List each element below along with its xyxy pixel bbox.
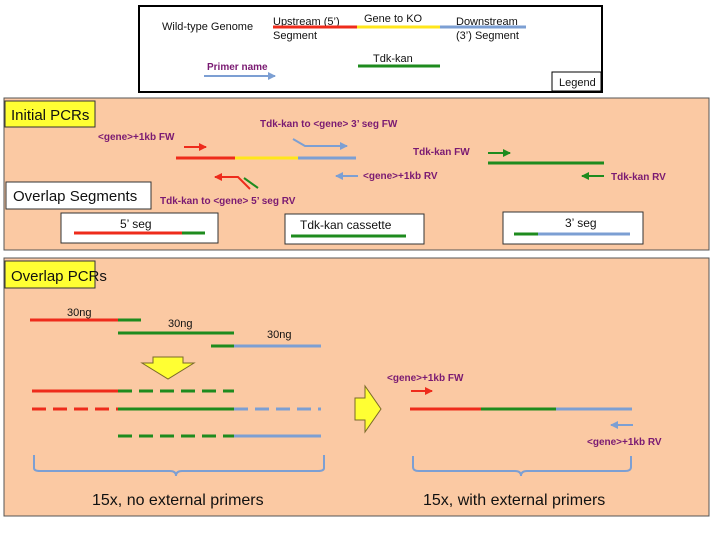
initial-pcrs-panel: Initial PCRs <gene>+1kb FW Tdk-kan to <g…: [3, 97, 710, 251]
overlap-segments-title: Overlap Segments: [13, 188, 137, 205]
gene-rv-primer-label: <gene>+1kb RV: [363, 171, 438, 182]
overlap-pcrs-panel: Overlap PCRs 30ng 30ng 30ng 15x, no exte…: [3, 257, 710, 517]
legend-upstream-label-2: Segment: [273, 30, 317, 42]
seg5-box: [60, 212, 219, 244]
overlap-title: Overlap PCRs: [11, 268, 107, 285]
initial-title: Initial PCRs: [11, 107, 89, 124]
seg5-label: 5’ seg: [120, 217, 152, 231]
final-rv-primer-label: <gene>+1kb RV: [587, 437, 662, 448]
legend-upstream-label: Upstream (5’): [273, 16, 340, 28]
overlap-segments-title-box: [5, 181, 152, 210]
initial-title-box: [4, 100, 96, 128]
legend-box: Wild-type Genome Upstream (5’) Segment G…: [138, 5, 603, 93]
amount-2: 30ng: [168, 318, 192, 330]
down-arrow-icon: [140, 356, 196, 380]
amount-1: 30ng: [67, 307, 91, 319]
right-caption: 15x, with external primers: [423, 492, 605, 509]
tdk-rv-primer-label: Tdk-kan RV: [611, 172, 666, 183]
cassette-box: [284, 213, 425, 245]
overlap-title-box: [4, 260, 96, 289]
right-bracket: [412, 456, 632, 477]
seg3-box: [502, 211, 644, 245]
tdk-to-3-primer-label: Tdk-kan to <gene> 3’ seg FW: [260, 119, 398, 130]
left-bracket: [33, 455, 325, 477]
left-caption: 15x, no external primers: [92, 492, 264, 509]
legend-wildtype-label: Wild-type Genome: [162, 21, 253, 33]
legend-primer-label: Primer name: [207, 62, 268, 73]
final-fw-primer-label: <gene>+1kb FW: [387, 373, 464, 384]
legend-gene-label: Gene to KO: [364, 13, 423, 25]
tdk-to-5-primer-label: Tdk-kan to <gene> 5’ seg RV: [160, 196, 296, 207]
tdk-to-5-primer-arrow-red: [214, 173, 251, 190]
legend-title-box: [551, 71, 602, 92]
legend-downstream-label-2: (3’) Segment: [456, 30, 519, 42]
legend-title: Legend: [559, 77, 596, 89]
seg3-label: 3’ seg: [565, 216, 597, 230]
tdk-to-5-primer-arrow-green: [243, 177, 259, 189]
right-arrow-icon: [354, 384, 382, 434]
tdk-to-3-primer-arrow: [292, 138, 348, 150]
cassette-label: Tdk-kan cassette: [300, 218, 392, 232]
legend-tdk-label: Tdk-kan: [373, 53, 413, 65]
tdk-fw-primer-label: Tdk-kan FW: [413, 147, 470, 158]
amount-3: 30ng: [267, 329, 291, 341]
legend-downstream-label: Downstream: [456, 16, 518, 28]
gene-fw-primer-label: <gene>+1kb FW: [98, 132, 175, 143]
